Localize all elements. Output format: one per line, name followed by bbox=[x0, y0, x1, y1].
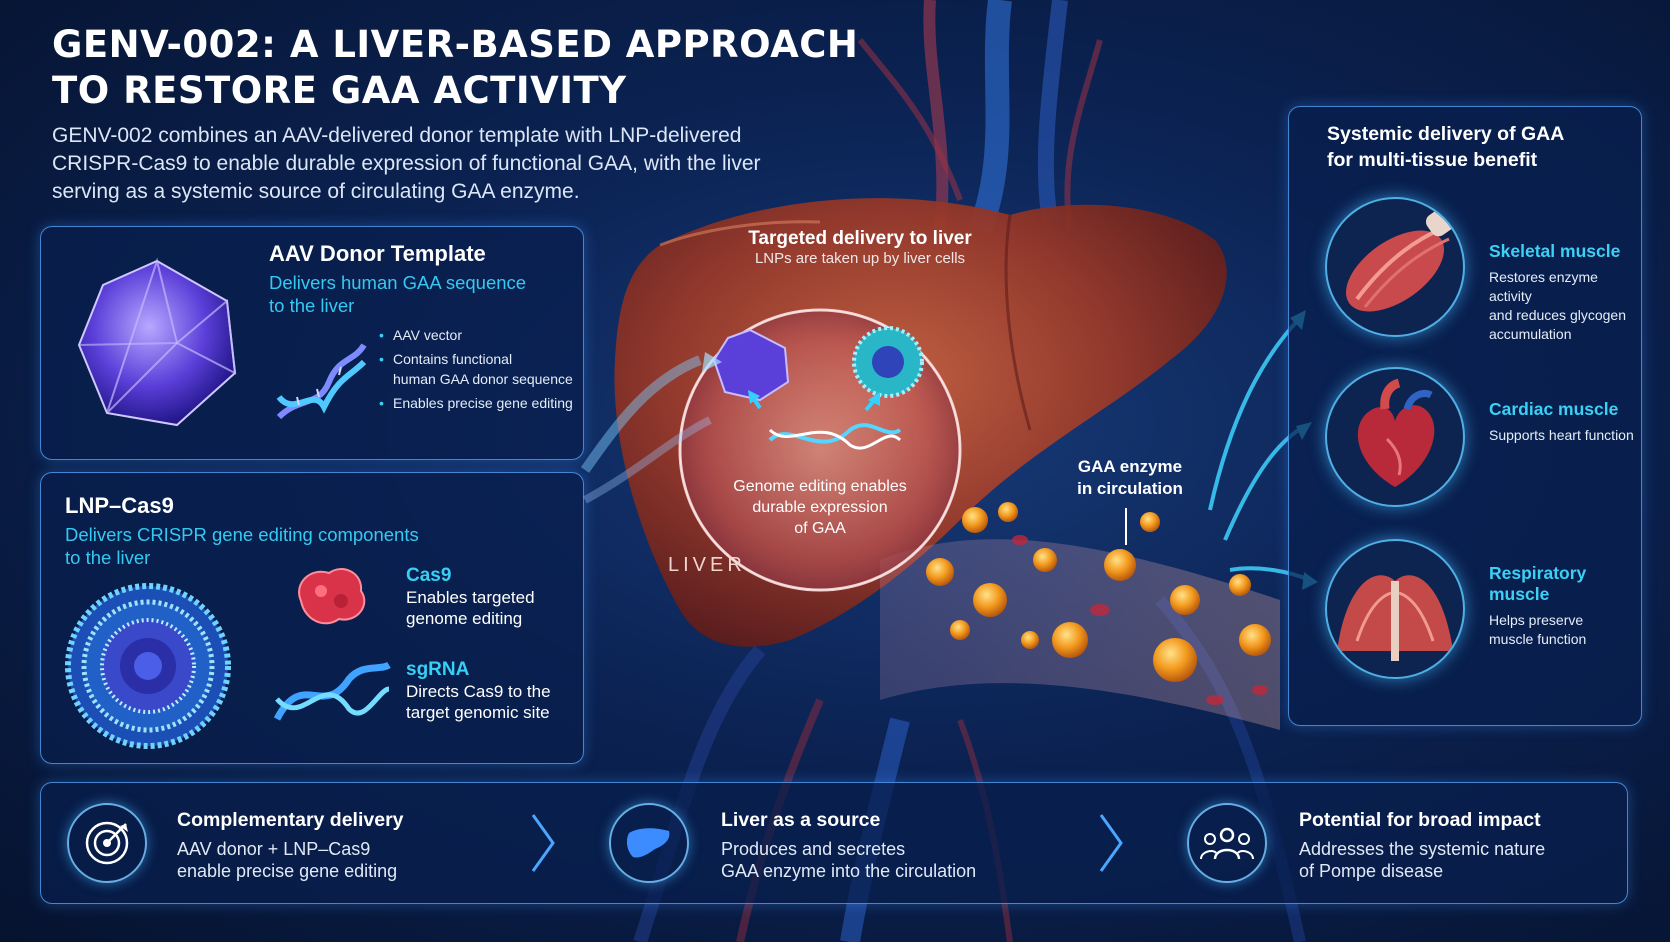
skeletal-muscle-image bbox=[1325, 197, 1465, 337]
lnp-card-subtitle: Delivers CRISPR gene editing components … bbox=[65, 523, 419, 569]
aav-bullet-2: Contains functional bbox=[379, 349, 512, 369]
aav-capsid-icon bbox=[77, 257, 237, 427]
aav-card-title: AAV Donor Template bbox=[269, 241, 486, 266]
footer-item-2-desc-1: Produces and secretes bbox=[721, 839, 906, 859]
footer-item-2-title: Liver as a source bbox=[721, 809, 881, 831]
lnp-subtitle-line-1: Delivers CRISPR gene editing components bbox=[65, 524, 419, 545]
sgrna-desc-2: target genomic site bbox=[406, 703, 550, 722]
intro-line-2: CRISPR-Cas9 to enable durable expression… bbox=[52, 152, 761, 175]
respiratory-muscle-image bbox=[1325, 539, 1465, 679]
intro-line-1: GENV-002 combines an AAV-delivered donor… bbox=[52, 124, 742, 147]
page-title: GENV-002: A LIVER-BASED APPROACH TO REST… bbox=[52, 22, 858, 114]
footer-item-1-desc-1: AAV donor + LNP–Cas9 bbox=[177, 839, 371, 859]
respiratory-desc-1: Helps preserve bbox=[1489, 612, 1584, 628]
skeletal-muscle-text: Skeletal muscle Restores enzyme activity… bbox=[1489, 241, 1639, 344]
footer-item-2-desc-2: GAA enzyme into the circulation bbox=[721, 861, 977, 881]
cas9-desc-1: Enables targeted bbox=[406, 588, 535, 607]
aav-bullet-1: AAV vector bbox=[379, 325, 462, 345]
footer-item-1-desc-2: enable precise gene editing bbox=[177, 861, 398, 881]
aav-donor-card: AAV Donor Template Delivers human GAA se… bbox=[40, 226, 584, 460]
chevron-right-icon-2 bbox=[1099, 814, 1123, 872]
dna-helix-icon bbox=[276, 343, 367, 420]
footer-summary-bar: Complementary delivery AAV donor + LNP–C… bbox=[40, 782, 1628, 904]
liver-label: LIVER bbox=[668, 554, 746, 576]
title-line-1: GENV-002: A LIVER-BASED APPROACH bbox=[52, 23, 859, 66]
title-line-2: TO RESTORE GAA ACTIVITY bbox=[52, 69, 627, 112]
targeted-delivery-sub: LNPs are taken up by liver cells bbox=[754, 250, 966, 267]
systemic-title-line-1: Systemic delivery of GAA bbox=[1327, 123, 1565, 145]
aav-subtitle-line-1: Delivers human GAA sequence bbox=[269, 272, 527, 293]
gaa-line-1: GAA enzyme bbox=[1077, 457, 1183, 476]
respiratory-muscle-text: Respiratory muscle Helps preserve muscle… bbox=[1489, 563, 1639, 649]
skeletal-muscle-icon bbox=[1346, 205, 1459, 312]
systemic-title-line-2: for multi-tissue benefit bbox=[1327, 149, 1538, 171]
footer-item-3-desc-2: of Pompe disease bbox=[1299, 861, 1444, 881]
cardiac-muscle-image bbox=[1325, 367, 1465, 507]
footer-item-1: Complementary delivery AAV donor + LNP–C… bbox=[177, 809, 404, 882]
cas9-desc-2: genome editing bbox=[406, 609, 523, 628]
respiratory-desc-2: muscle function bbox=[1489, 631, 1587, 647]
footer-item-3-title: Potential for broad impact bbox=[1299, 809, 1541, 831]
cas9-protein-icon bbox=[298, 568, 366, 625]
chevron-right-icon bbox=[531, 814, 555, 872]
cas9-title: Cas9 bbox=[406, 565, 452, 586]
targeted-delivery-title: Targeted delivery to liver bbox=[748, 228, 972, 249]
sgrna-label: sgRNA Directs Cas9 to the target genomic… bbox=[406, 659, 551, 723]
footer-item-3-desc-1: Addresses the systemic nature bbox=[1299, 839, 1546, 859]
skeletal-desc-1: Restores enzyme activity bbox=[1489, 269, 1598, 304]
target-icon bbox=[67, 803, 147, 883]
heart-icon bbox=[1357, 378, 1435, 487]
lnp-card-title: LNP–Cas9 bbox=[65, 493, 174, 518]
respiratory-muscle-title: Respiratory muscle bbox=[1489, 563, 1587, 604]
targeted-delivery-label: Targeted delivery to liver LNPs are take… bbox=[735, 228, 985, 267]
skeletal-desc-3: accumulation bbox=[1489, 326, 1572, 342]
footer-item-3: Potential for broad impact Addresses the… bbox=[1299, 809, 1545, 882]
lnp-particle-icon bbox=[65, 583, 231, 749]
aav-bullet-3: Enables precise gene editing bbox=[379, 393, 573, 413]
intro-line-3: serving as a systemic source of circulat… bbox=[52, 180, 580, 203]
skeletal-desc-2: and reduces glycogen bbox=[1489, 307, 1626, 323]
footer-item-2: Liver as a source Produces and secretes … bbox=[721, 809, 976, 882]
liver-icon bbox=[609, 803, 689, 883]
cardiac-muscle-text: Cardiac muscle Supports heart function bbox=[1489, 399, 1639, 445]
cardiac-muscle-title: Cardiac muscle bbox=[1489, 399, 1619, 419]
people-icon bbox=[1187, 803, 1267, 883]
intro-text: GENV-002 combines an AAV-delivered donor… bbox=[52, 122, 842, 206]
skeletal-muscle-title: Skeletal muscle bbox=[1489, 241, 1621, 261]
genome-editing-label: Genome editing enables durable expressio… bbox=[720, 476, 920, 539]
sgrna-desc-1: Directs Cas9 to the bbox=[406, 682, 551, 701]
sgrna-title: sgRNA bbox=[406, 659, 470, 680]
diaphragm-icon bbox=[1337, 575, 1453, 661]
cas9-label: Cas9 Enables targeted genome editing bbox=[406, 565, 535, 629]
genome-editing-line-3: of GAA bbox=[794, 520, 846, 537]
systemic-title: Systemic delivery of GAA for multi-tissu… bbox=[1327, 121, 1564, 173]
genome-editing-line-1: Genome editing enables bbox=[733, 478, 907, 495]
aav-card-subtitle: Delivers human GAA sequence to the liver bbox=[269, 271, 526, 317]
genome-editing-line-2: durable expression bbox=[752, 499, 888, 516]
lnp-subtitle-line-2: to the liver bbox=[65, 547, 151, 568]
aav-bullet-2-cont: human GAA donor sequence bbox=[393, 371, 573, 387]
cardiac-desc-1: Supports heart function bbox=[1489, 427, 1634, 443]
footer-item-1-title: Complementary delivery bbox=[177, 809, 404, 831]
systemic-delivery-panel: Systemic delivery of GAA for multi-tissu… bbox=[1288, 106, 1642, 726]
lnp-cas9-card: LNP–Cas9 Delivers CRISPR gene editing co… bbox=[40, 472, 584, 764]
gaa-line-2: in circulation bbox=[1077, 479, 1183, 498]
liver-cell-inset bbox=[678, 308, 962, 592]
gaa-circulation-label: GAA enzyme in circulation bbox=[1070, 456, 1190, 500]
aav-subtitle-line-2: to the liver bbox=[269, 295, 355, 316]
aav-bullet-list: AAV vector Contains functional human GAA… bbox=[379, 325, 578, 425]
sgrna-helix-icon bbox=[273, 661, 391, 721]
